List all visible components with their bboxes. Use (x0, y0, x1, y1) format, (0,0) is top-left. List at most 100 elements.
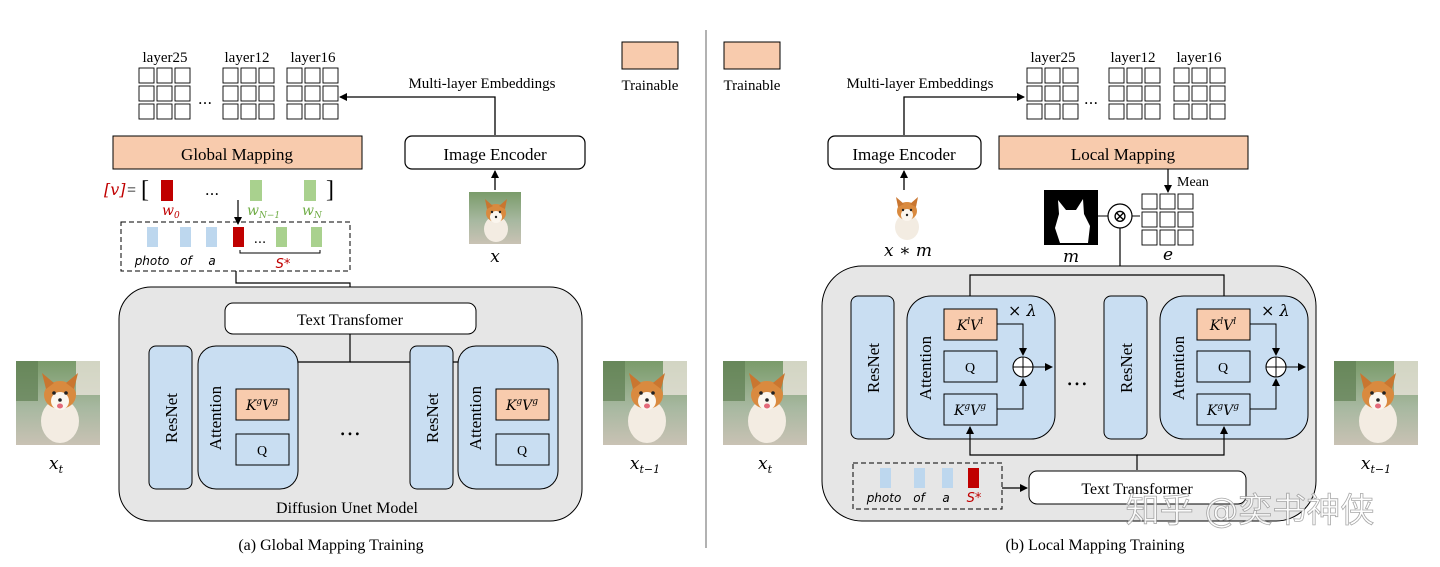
embedding-cell (1191, 103, 1208, 120)
layer-label-12: layer12 (225, 50, 270, 66)
embedding-cell (1159, 211, 1176, 228)
embedding-cell (138, 67, 155, 84)
global-mapping-label: Global Mapping (181, 145, 293, 164)
embedding-cell (240, 85, 257, 102)
embedding-cell (1191, 67, 1208, 84)
kl-label-b1: KlVl (956, 317, 983, 334)
resnet-label-2: ResNet (423, 393, 442, 443)
kv-block-1 (235, 388, 290, 421)
kl-block-b1 (943, 308, 998, 341)
transformer-kg-connector (966, 426, 1138, 470)
attention-label-2: Attention (466, 385, 485, 450)
token-a-b (942, 468, 953, 488)
image-encoder-block (404, 135, 586, 170)
embedding-grid-layer12 (222, 67, 275, 120)
kg-to-oplus-b1 (997, 378, 1027, 410)
embeddings-label-b: Multi-layer Embeddings (846, 76, 993, 92)
embeddings-arrow (339, 93, 496, 135)
embedding-cell (222, 85, 239, 102)
embedding-cell (1144, 67, 1161, 84)
mask-var: m (1063, 247, 1079, 267)
embedding-cell (258, 103, 275, 120)
xt-dog-image-b (723, 361, 807, 445)
input-dog-image (469, 192, 521, 244)
embedding-cell (1062, 103, 1079, 120)
embedding-cell (258, 67, 275, 84)
prompt-word-photo-b: photo (866, 491, 902, 505)
unet-label: Diffusion Unet Model (276, 500, 418, 517)
q-block-b1 (943, 350, 998, 383)
s-star-brace (239, 250, 321, 254)
trainable-label: Trainable (622, 78, 679, 94)
embedding-cell (1026, 85, 1043, 102)
embedding-cell (222, 103, 239, 120)
q-label-1: Q (257, 444, 267, 459)
token-a (206, 227, 217, 247)
prompt-word-a-b: a (942, 491, 949, 505)
kg-label-b1: KgVg (953, 402, 986, 419)
embedding-cell (1173, 103, 1190, 120)
embedding-cell (174, 103, 191, 120)
embedding-cell (1108, 85, 1125, 102)
prompt-ellipsis: ... (254, 232, 266, 247)
q-label-2: Q (517, 444, 527, 459)
kl-to-oplus-b2 (1250, 323, 1280, 356)
xt1-label-b: xt−1 (1361, 454, 1391, 476)
embedding-cell (304, 85, 321, 102)
embedding-grid-layer25 (138, 67, 191, 120)
panel-b: Trainable layer25 layer12 layer16 ... Mu… (723, 41, 1418, 554)
bracket-open: [ (141, 177, 149, 203)
embedding-cell (1191, 85, 1208, 102)
trainable-swatch (621, 41, 679, 70)
prompt-word-a: a (208, 254, 215, 268)
q-block-2 (495, 433, 550, 466)
kl-label-b2: KlVl (1209, 317, 1236, 334)
token-s-red (233, 227, 244, 247)
q-block-b2 (1196, 350, 1251, 383)
token-of (180, 227, 191, 247)
lambda-label-b2: × λ (1261, 301, 1290, 320)
embedding-grid-layer16 (286, 67, 339, 120)
embedding-cell (1177, 193, 1194, 210)
mean-label: Mean (1177, 175, 1209, 190)
embedding-cell (1108, 67, 1125, 84)
text-transformer-label: Text Transfomer (297, 312, 404, 329)
watermark: 知乎 @奕书神侠 (1126, 491, 1375, 531)
embedding-cell (1144, 103, 1161, 120)
embedding-cell (1141, 211, 1158, 228)
layer-label-16: layer16 (291, 50, 336, 66)
embedding-cell (1108, 103, 1125, 120)
embedding-cell (322, 85, 339, 102)
transformer-kg-connector-2 (1137, 426, 1228, 456)
token-photo (147, 227, 158, 247)
kg-label-b2: KgVg (1206, 402, 1239, 419)
image-encoder-label-b: Image Encoder (852, 145, 956, 164)
local-mapping-block (998, 135, 1249, 170)
layer-label-12-b: layer12 (1111, 50, 1156, 66)
grid-ellipsis-b: ... (1084, 90, 1098, 108)
embedding-cell (304, 103, 321, 120)
embedding-cell (1044, 85, 1061, 102)
token-photo-b (880, 468, 891, 488)
embedding-cell (138, 103, 155, 120)
resnet-label-b2: ResNet (1117, 343, 1136, 393)
text-transformer-block-b (1028, 470, 1247, 505)
embedding-cell (1044, 103, 1061, 120)
embedding-cell (1126, 67, 1143, 84)
unet-dots-b: … (1066, 366, 1088, 391)
xt-label-b: xt (758, 454, 773, 476)
input-var-xm: x ∗ m (884, 241, 932, 261)
embedding-cell (1209, 85, 1226, 102)
embedding-cell (258, 85, 275, 102)
caption-a: (a) Global Mapping Training (238, 537, 423, 554)
embedding-cell (286, 67, 303, 84)
kv-label-1: KgVg (245, 397, 278, 414)
embedding-cell (174, 67, 191, 84)
trainable-label-b: Trainable (724, 78, 781, 94)
embedding-cell (286, 103, 303, 120)
kg-block-b1 (943, 393, 998, 426)
e-grid (1141, 193, 1194, 246)
embedding-grid-layer12-b (1108, 67, 1161, 120)
kv-label-2: KgVg (505, 397, 538, 414)
embedding-cell (322, 103, 339, 120)
